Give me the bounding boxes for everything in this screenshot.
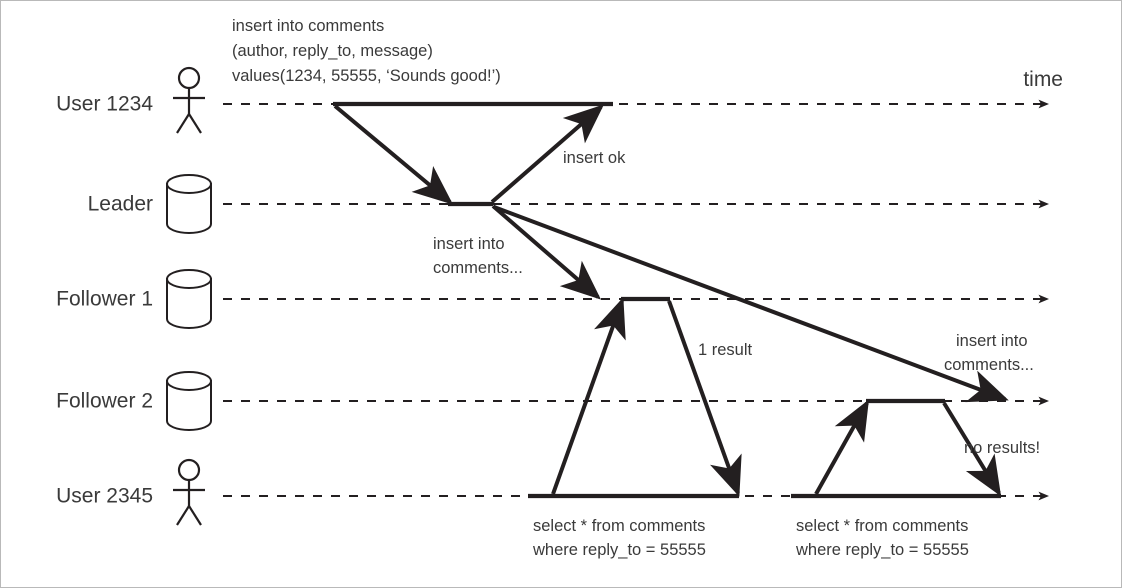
participant-label-follower2: Follower 2	[56, 390, 153, 413]
message-label-query-follower1: select * from comments where reply_to = …	[532, 517, 706, 559]
message-label-query-follower2: select * from comments where reply_to = …	[795, 517, 969, 559]
message-label-no-results: no results!	[964, 439, 1040, 457]
replicate2-label-line-1: insert into	[956, 332, 1028, 350]
database-icon	[166, 371, 212, 431]
actor-icon	[173, 66, 205, 134]
time-axis-label: time	[1023, 68, 1063, 91]
arrow-insert-request	[333, 104, 454, 205]
participant-label-leader: Leader	[88, 193, 153, 216]
query2-line-2: where reply_to = 55555	[795, 541, 969, 559]
arrow-replicate-follower2	[493, 205, 1009, 403]
message-label-replicate-follower2: insert into comments...	[944, 332, 1034, 374]
arrow-result-none	[942, 401, 1002, 497]
participant-label-user2345: User 2345	[56, 485, 153, 508]
message-arrows-group	[333, 104, 1009, 497]
database-icon	[166, 269, 212, 329]
arrow-replicate-follower1	[491, 204, 602, 300]
message-label-insert-request: insert into comments (author, reply_to, …	[232, 17, 501, 85]
insert-sql-line-1: insert into comments	[232, 17, 384, 35]
insert-sql-line-3: values(1234, 55555, ‘Sounds good!’)	[232, 67, 501, 85]
database-icon	[166, 174, 212, 234]
replicate-label-line-2: comments...	[433, 259, 523, 277]
message-label-insert-ok: insert ok	[563, 149, 626, 167]
arrow-insert-ok	[490, 104, 605, 204]
participant-label-user1234: User 1234	[56, 93, 153, 116]
message-label-replicate-follower1: insert into comments...	[433, 235, 523, 277]
query1-line-2: where reply_to = 55555	[532, 541, 706, 559]
replicate2-label-line-2: comments...	[944, 356, 1034, 374]
actor-icon	[173, 458, 205, 526]
participant-label-follower1: Follower 1	[56, 288, 153, 311]
arrow-query-follower2	[814, 399, 869, 495]
arrow-result-one	[667, 300, 742, 497]
arrow-query-follower1	[551, 297, 626, 495]
query1-line-1: select * from comments	[533, 517, 705, 535]
activation-bars-group	[333, 101, 1001, 499]
insert-sql-line-2: (author, reply_to, message)	[232, 42, 433, 60]
message-label-one-result: 1 result	[698, 341, 753, 359]
replicate-label-line-1: insert into	[433, 235, 505, 253]
query2-line-1: select * from comments	[796, 517, 968, 535]
